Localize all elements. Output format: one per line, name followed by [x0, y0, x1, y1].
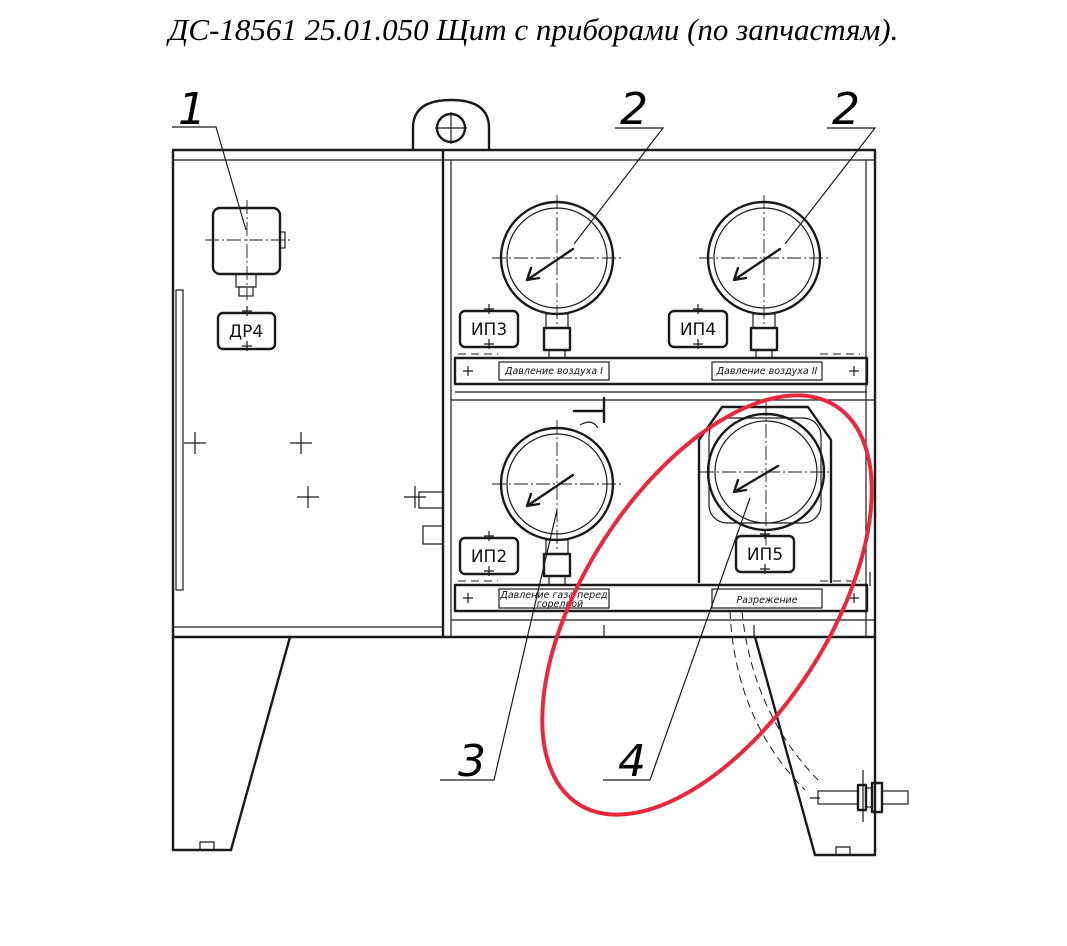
- callout-2-left: 2: [620, 84, 648, 135]
- callout-4: 4: [618, 736, 646, 787]
- lifting-eye: [411, 98, 491, 152]
- plate-gas-pressure-line2: горелкой: [537, 599, 583, 610]
- draft-gauge-ip5: [697, 402, 909, 822]
- panel-legs: [171, 635, 877, 857]
- pressure-gauge-ip4: [667, 195, 829, 359]
- callout-3: 3: [458, 736, 486, 787]
- tag-ip4: ИП4: [680, 320, 716, 340]
- lower-shelf: [451, 396, 875, 637]
- drawing-title: ДС-18561 25.01.050 Щит с приборами (по з…: [168, 12, 899, 47]
- tag-ip3: ИП3: [471, 320, 507, 340]
- callout-leaders: [172, 126, 877, 781]
- tag-ip5: ИП5: [747, 545, 783, 565]
- draft-relay-dr4: [205, 200, 290, 351]
- callout-1: 1: [178, 84, 206, 135]
- upper-shelf: [451, 353, 875, 401]
- plate-air-pressure-1: Давление воздуха I: [504, 366, 603, 377]
- plate-gas-pressure-line1: Давление газа перед: [499, 590, 608, 601]
- plate-vacuum: Разрежение: [736, 595, 797, 606]
- plate-air-pressure-2: Давление воздуха II: [716, 366, 818, 377]
- highlight-ellipse: [540, 393, 874, 817]
- callout-2-right: 2: [832, 84, 860, 135]
- tag-dr4: ДР4: [229, 322, 263, 342]
- panel-housing: [171, 148, 877, 639]
- pressure-gauge-ip2: [458, 420, 622, 586]
- tag-ip2: ИП2: [471, 547, 507, 567]
- pressure-gauge-ip3: [458, 195, 622, 359]
